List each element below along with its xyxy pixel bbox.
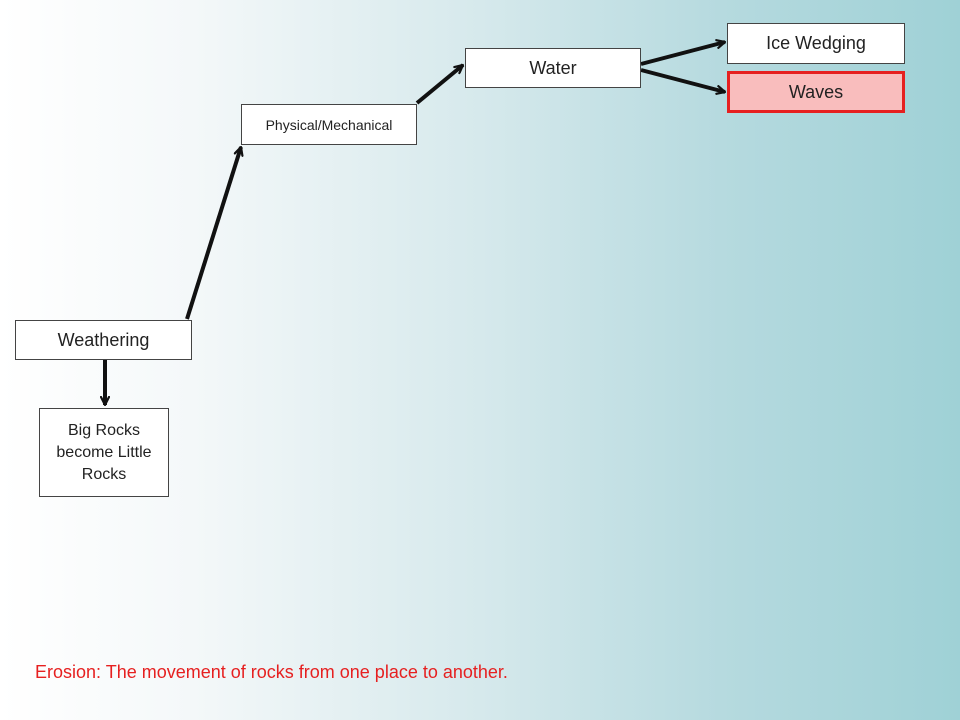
node-weathering-label: Weathering [57, 329, 150, 350]
node-physical-mechanical: Physical/Mechanical [241, 104, 417, 145]
node-water-label: Water [529, 57, 577, 78]
node-big-rocks: Big Rocks become Little Rocks [39, 408, 169, 497]
arrow-weathering-to-physical [185, 147, 241, 320]
node-physical-mechanical-label: Physical/Mechanical [265, 116, 393, 133]
node-ice-wedging: Ice Wedging [727, 23, 905, 64]
arrow-water-to-waves [640, 68, 725, 92]
node-weathering: Weathering [15, 320, 192, 360]
node-waves: Waves [727, 71, 905, 113]
node-big-rocks-label: Big Rocks become Little Rocks [56, 421, 152, 483]
arrow-water-to-ice-wedging [640, 42, 725, 66]
erosion-caption: Erosion: The movement of rocks from one … [35, 662, 508, 682]
node-waves-label: Waves [788, 81, 844, 102]
node-ice-wedging-label: Ice Wedging [766, 33, 866, 53]
arrow-physical-to-water [415, 63, 465, 105]
node-water: Water [465, 48, 641, 88]
